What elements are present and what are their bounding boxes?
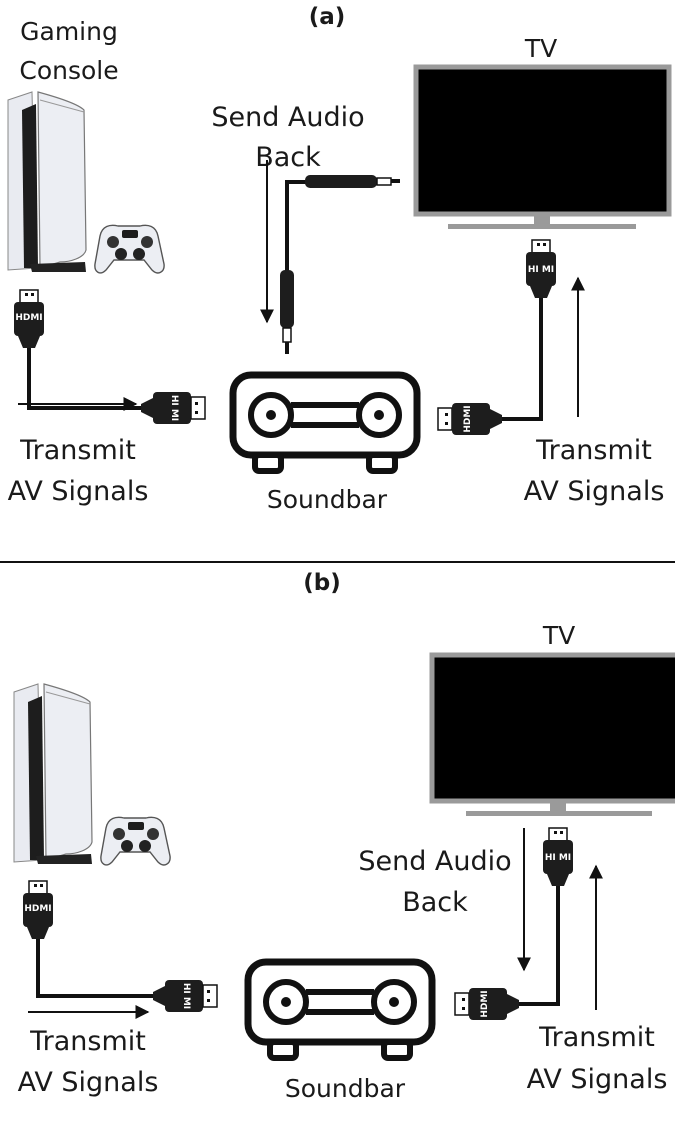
console-label-line-1: Gaming [20,17,118,46]
hdmi-connector-label: HDMI [480,990,490,1017]
hdmi-cable-tv: HI MI HDMI [437,239,557,436]
transmit-right-line-1: Transmit [538,1022,655,1053]
hdmi-cable-console: HDMI HI MI [22,880,218,1013]
soundbar-icon [233,375,417,471]
tv-label: TV [542,621,575,650]
gaming-console-icon [7,91,165,274]
transmit-right-line-2: AV Signals [524,476,665,507]
transmit-left-line-1: Transmit [29,1026,146,1057]
hdmi-connector-label: HI MI [545,853,571,863]
tv-icon [429,652,675,816]
hdmi-connector-label: HI MI [169,395,179,421]
transmit-left-line-2: AV Signals [8,476,149,507]
hdmi-connector-label: HI MI [528,265,554,275]
send-audio-label-line-1: Send Audio [358,846,511,877]
soundbar-label: Soundbar [267,485,388,514]
audio-cable [280,175,400,354]
tv-icon [413,64,672,229]
hdmi-connector-label: HDMI [15,313,42,323]
soundbar-icon [248,962,432,1058]
hdmi-cable-tv: HI MI HDMI [454,827,574,1021]
send-audio-label-line-1: Send Audio [211,102,364,133]
hdmi-connector-label: HDMI [463,405,473,432]
transmit-left-line-1: Transmit [19,435,136,466]
send-audio-label-line-2: Back [402,887,468,918]
hdmi-connector-label: HI MI [181,983,191,1009]
transmit-right-line-1: Transmit [535,435,652,466]
transmit-right-line-2: AV Signals [527,1064,668,1095]
hdmi-connector-label: HDMI [24,904,51,914]
panel-a: (a) Gaming Console TV Send Audio Back HD… [7,4,672,514]
panel-b-title: (b) [303,570,341,596]
transmit-left-line-2: AV Signals [18,1067,159,1098]
tv-label: TV [524,34,557,63]
hdmi-cable-console: HDMI HI MI [13,289,206,425]
send-audio-label-line-2: Back [255,142,321,173]
panel-b: (b) TV Send Audio Back HDMI HI MI HI MI … [13,570,675,1103]
console-label-line-2: Console [19,56,118,85]
gaming-console-icon [13,683,171,866]
soundbar-label: Soundbar [285,1074,406,1103]
panel-a-title: (a) [309,4,346,30]
